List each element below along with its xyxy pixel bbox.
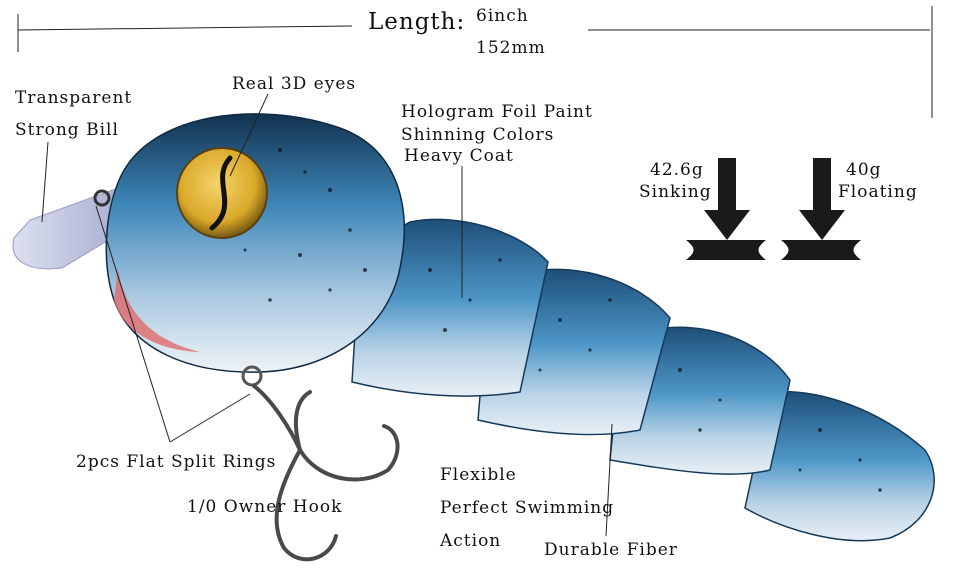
eye-pupil: [209, 155, 233, 231]
sinking-icon: [686, 158, 766, 260]
eyes-label: Real 3D eyes: [232, 74, 357, 94]
length-line-left: [17, 25, 353, 31]
floating-icon: [781, 158, 861, 260]
paint-label-1: Hologram Foil Paint: [401, 102, 593, 122]
split-ring: [241, 365, 263, 387]
speckle-pattern: [243, 148, 882, 492]
fiber-label: Durable Fiber: [544, 540, 678, 560]
action-label-3: Action: [440, 531, 502, 551]
sinking-weight: 42.6g: [650, 160, 704, 180]
length-title: Length:: [368, 9, 466, 35]
length-inch: 6inch: [476, 6, 529, 26]
floating-label: Floating: [838, 182, 918, 202]
treble-hook: [252, 384, 400, 562]
length-mm: 152mm: [476, 38, 546, 58]
action-label-1: Flexible: [440, 465, 517, 485]
line-tie-ring: [93, 189, 111, 207]
paint-label-3: Heavy Coat: [404, 146, 514, 166]
action-label-2: Perfect Swimming: [440, 498, 615, 518]
rings-label: 2pcs Flat Split Rings: [76, 452, 277, 472]
floating-weight: 40g: [846, 160, 882, 180]
paint-label-2: Shinning Colors: [401, 125, 555, 145]
tail-segment: [744, 390, 935, 542]
sinking-label: Sinking: [639, 182, 712, 202]
bill-label-1: Transparent: [15, 88, 133, 108]
callout-lines: [41, 93, 613, 537]
bill-label-2: Strong Bill: [15, 120, 119, 140]
hook-label: 1/0 Owner Hook: [187, 497, 343, 517]
